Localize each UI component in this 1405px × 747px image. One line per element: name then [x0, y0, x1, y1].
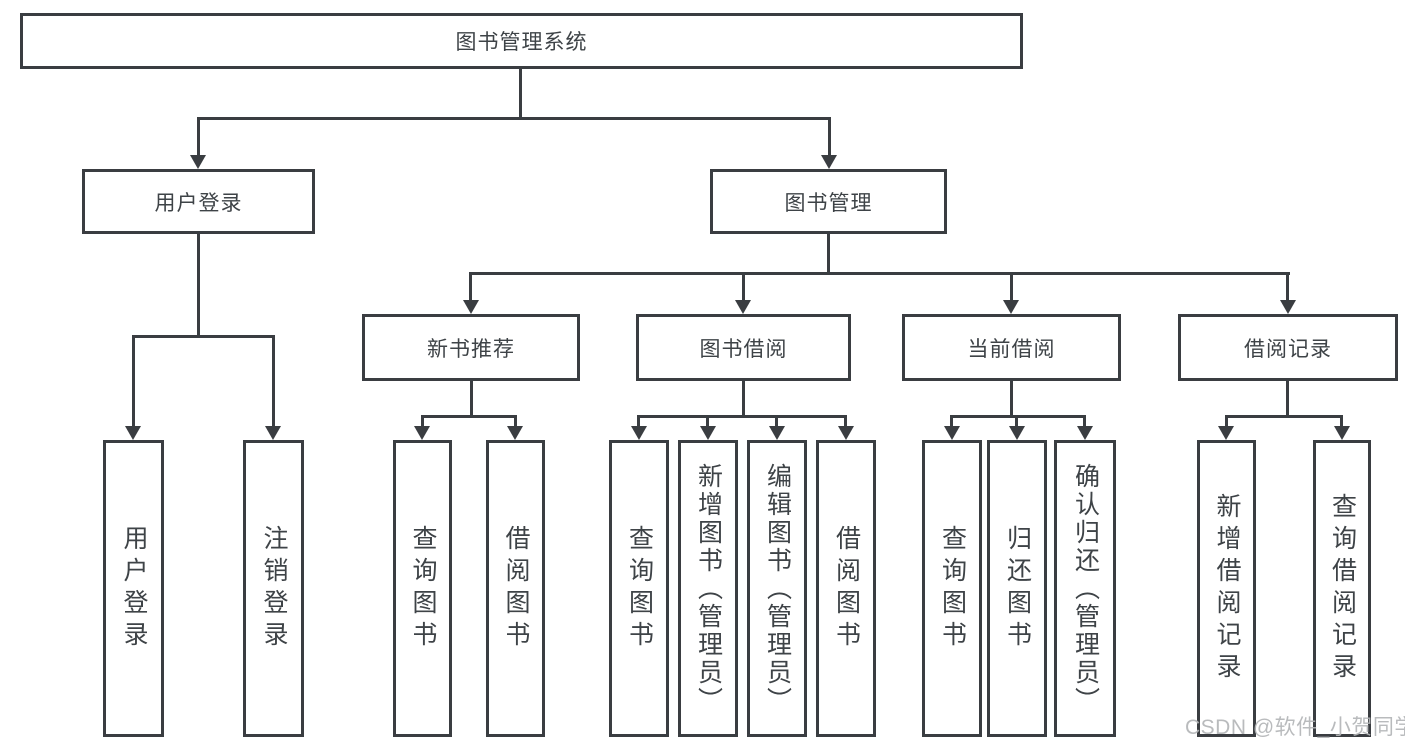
leaf-user-login: 用户登录: [103, 440, 164, 737]
connector-recommend-arrow-2: [514, 415, 517, 428]
node-root: 图书管理系统: [20, 13, 1023, 69]
connector-borrow-branch: [637, 415, 847, 418]
node-book-mgmt-label: 图书管理: [784, 191, 873, 215]
connector-records-stem: [1286, 381, 1289, 415]
arrowhead-borrow-records: [1280, 300, 1296, 314]
node-borrow-records: 借阅记录: [1178, 314, 1398, 381]
arrowhead-book-borrow: [735, 300, 751, 314]
leaf-logout-label: 注销登录: [260, 524, 288, 653]
node-book-mgmt: 图书管理: [710, 169, 947, 234]
arrowhead-user-login: [190, 155, 206, 169]
leaf-confirm-return-admin-label: 确认归还（管理员）: [1071, 462, 1100, 715]
connector-recommend-branch: [421, 415, 517, 418]
leaf-borrow-books-label: 借阅图书: [832, 524, 861, 653]
leaf-edit-books-admin: 编辑图书（管理员）: [747, 440, 807, 737]
leaf-borrow-books: 借阅图书: [816, 440, 876, 737]
connector-book-mgmt-arrow-2: [742, 272, 745, 302]
leaf-return-books-label: 归还图书: [1003, 524, 1032, 653]
node-new-book-recommend: 新书推荐: [362, 314, 580, 381]
leaf-return-books: 归还图书: [987, 440, 1047, 737]
leaf-add-borrow-record: 新增借阅记录: [1197, 440, 1256, 737]
leaf-add-borrow-record-label: 新增借阅记录: [1213, 492, 1241, 685]
leaf-confirm-return-admin: 确认归还（管理员）: [1054, 440, 1116, 737]
node-book-borrow: 图书借阅: [636, 314, 851, 381]
connector-book-mgmt-arrow-3: [1010, 272, 1013, 302]
leaf-query-books-borrow: 查询图书: [609, 440, 669, 737]
node-new-book-recommend-label: 新书推荐: [427, 337, 515, 361]
connector-root-branch: [197, 117, 831, 120]
connector-user-login-arrow-1: [132, 335, 135, 428]
connector-user-login-arrow-2: [272, 335, 275, 428]
connector-borrow-arrow-3: [775, 415, 778, 428]
connector-records-arrow-1: [1225, 415, 1228, 428]
connector-book-mgmt-stem: [827, 234, 830, 272]
leaf-user-login-label: 用户登录: [120, 524, 148, 653]
leaf-add-books-admin: 新增图书（管理员）: [678, 440, 738, 737]
leaf-logout: 注销登录: [243, 440, 304, 737]
arrowhead-edit-books-admin: [769, 426, 785, 440]
connector-borrow-stem: [742, 381, 745, 415]
connector-book-mgmt-branch: [470, 272, 1290, 275]
leaf-query-books-current-label: 查询图书: [938, 524, 967, 653]
connector-book-mgmt-arrow-4: [1286, 272, 1289, 302]
arrowhead-add-books-admin: [700, 426, 716, 440]
leaf-query-books-recommend-label: 查询图书: [409, 524, 437, 653]
connector-root-stem: [519, 69, 522, 117]
connector-current-arrow-3: [1083, 415, 1086, 428]
connector-records-branch: [1225, 415, 1343, 418]
node-borrow-records-label: 借阅记录: [1244, 337, 1332, 361]
node-user-login: 用户登录: [82, 169, 315, 234]
leaf-add-books-admin-label: 新增图书（管理员）: [694, 462, 723, 715]
connector-current-arrow-1: [950, 415, 953, 428]
connector-current-arrow-2: [1015, 415, 1018, 428]
arrowhead-book-mgmt: [821, 155, 837, 169]
arrowhead-return-books: [1009, 426, 1025, 440]
leaf-borrow-books-recommend: 借阅图书: [486, 440, 545, 737]
connector-borrow-arrow-2: [706, 415, 709, 428]
leaf-query-books-recommend: 查询图书: [393, 440, 452, 737]
arrowhead-new-book-recommend: [463, 300, 479, 314]
arrowhead-borrow-books-recommend: [507, 426, 523, 440]
arrowhead-leaf-user-login: [125, 426, 141, 440]
csdn-watermark: CSDN @软件_小贺同学: [1185, 716, 1405, 739]
connector-recommend-arrow-1: [421, 415, 424, 428]
node-current-borrow: 当前借阅: [902, 314, 1121, 381]
connector-root-arrow-left: [197, 117, 200, 157]
node-book-borrow-label: 图书借阅: [699, 337, 788, 361]
leaf-query-books-current: 查询图书: [922, 440, 982, 737]
connector-borrow-arrow-4: [844, 415, 847, 428]
connector-current-branch: [950, 415, 1086, 418]
leaf-query-books-borrow-label: 查询图书: [625, 524, 654, 653]
arrowhead-query-books-recommend: [414, 426, 430, 440]
arrowhead-borrow-books: [838, 426, 854, 440]
connector-user-login-branch: [132, 335, 275, 338]
arrowhead-query-borrow-record: [1334, 426, 1350, 440]
arrowhead-add-borrow-record: [1218, 426, 1234, 440]
connector-user-login-stem: [197, 234, 200, 335]
connector-root-arrow-right: [828, 117, 831, 157]
leaf-borrow-books-recommend-label: 借阅图书: [502, 524, 530, 653]
node-user-login-label: 用户登录: [154, 191, 243, 215]
leaf-edit-books-admin-label: 编辑图书（管理员）: [763, 462, 792, 715]
leaf-query-borrow-record-label: 查询借阅记录: [1328, 492, 1357, 685]
arrowhead-confirm-return-admin: [1077, 426, 1093, 440]
connector-records-arrow-2: [1340, 415, 1343, 428]
connector-current-stem: [1010, 381, 1013, 415]
connector-recommend-stem: [470, 381, 473, 415]
arrowhead-query-books-current: [944, 426, 960, 440]
arrowhead-leaf-logout: [265, 426, 281, 440]
node-root-label: 图书管理系统: [455, 31, 588, 54]
node-current-borrow-label: 当前借阅: [967, 337, 1056, 361]
arrowhead-query-books-borrow: [631, 426, 647, 440]
connector-book-mgmt-arrow-1: [469, 272, 472, 302]
leaf-query-borrow-record: 查询借阅记录: [1313, 440, 1371, 737]
arrowhead-current-borrow: [1003, 300, 1019, 314]
connector-borrow-arrow-1: [637, 415, 640, 428]
